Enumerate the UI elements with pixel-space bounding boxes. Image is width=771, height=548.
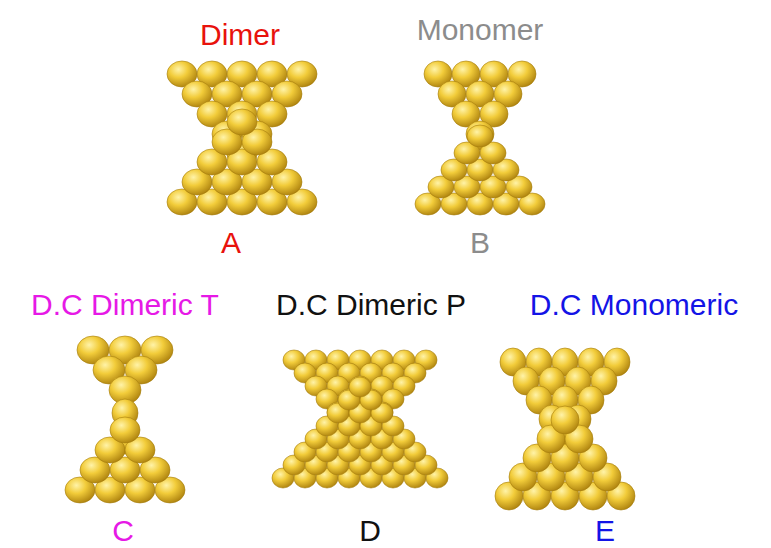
panel-title: D.C Dimeric T: [31, 288, 219, 322]
panel-letter: B: [470, 226, 490, 260]
gold-atom: [466, 121, 494, 147]
gold-atom: [467, 125, 493, 147]
panel-title: Monomer: [417, 13, 544, 47]
gold-atom: [551, 406, 579, 434]
panel-letter: A: [221, 226, 241, 260]
gold-atom: [110, 417, 140, 443]
panel-letter: E: [595, 514, 615, 548]
gold-atom: [227, 109, 257, 135]
panel-letter: C: [112, 514, 134, 548]
panel-title: D.C Dimeric P: [276, 288, 466, 322]
gold-atom: [349, 376, 371, 396]
panel-title: Dimer: [200, 18, 280, 52]
panel-title: D.C Monomeric: [530, 288, 738, 322]
gold-atom: [349, 377, 371, 397]
panel-letter: D: [359, 514, 381, 548]
